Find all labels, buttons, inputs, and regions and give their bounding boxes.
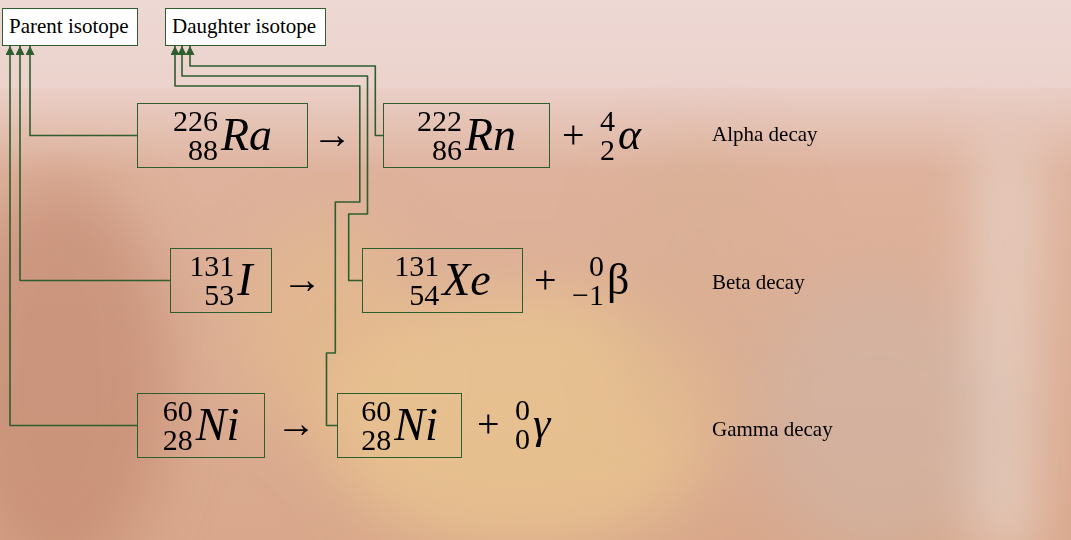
nuclide-numbers: 13154 — [394, 252, 439, 309]
decay-name: Alpha decay — [712, 122, 818, 147]
atomic-number: 86 — [432, 136, 462, 165]
isotope-box: 6028Ni — [137, 393, 265, 458]
caption-text: Parent isotope — [9, 14, 129, 38]
mass-number: 0 — [515, 396, 530, 425]
reaction-symbol: → — [282, 260, 322, 300]
particle-numbers: 0−1 — [572, 252, 604, 309]
pointer-arrow — [190, 46, 383, 136]
isotope-box: 6028Ni — [337, 393, 462, 458]
operator: + — [477, 404, 500, 444]
isotope-box: 13154Xe — [362, 248, 523, 313]
charge-number: 0 — [515, 424, 530, 453]
reaction-symbol: + — [562, 115, 585, 155]
mass-number: 60 — [163, 397, 193, 426]
particle-numbers: 42 — [600, 107, 615, 164]
decay-label: Beta decay — [712, 270, 805, 295]
element-symbol: I — [237, 255, 252, 306]
operator: + — [562, 115, 585, 155]
isotope-box: 22286Rn — [383, 103, 550, 168]
caption-text: Daughter isotope — [172, 14, 316, 38]
charge-number: 2 — [600, 135, 615, 164]
nuclide-numbers: 6028 — [361, 397, 391, 454]
particle-symbol: β — [607, 256, 629, 304]
element-symbol: Rn — [465, 110, 516, 161]
mass-number: 222 — [417, 107, 462, 136]
emitted-particle: 00γ — [515, 396, 550, 453]
reaction-symbol: + — [534, 260, 557, 300]
element-symbol: Xe — [442, 255, 491, 306]
mass-number: 60 — [361, 397, 391, 426]
charge-number: −1 — [572, 280, 604, 309]
element-symbol: Ni — [196, 400, 239, 451]
nuclide-numbers: 22688 — [173, 107, 218, 164]
reaction-symbol: + — [477, 404, 500, 444]
pointer-arrow — [30, 46, 137, 136]
mass-number: 131 — [394, 252, 439, 281]
emitted-particle: 42α — [600, 107, 641, 164]
caption-box: Parent isotope — [2, 8, 138, 46]
nuclide-numbers: 22286 — [417, 107, 462, 164]
emitted-particle: 0−1β — [572, 252, 629, 309]
atomic-number: 53 — [204, 281, 234, 310]
mass-number: 4 — [600, 107, 615, 136]
decay-name: Beta decay — [712, 270, 805, 295]
mass-number: 131 — [189, 252, 234, 281]
pointer-arrow — [10, 46, 137, 426]
decay-name: Gamma decay — [712, 417, 833, 442]
isotope-box: 22688Ra — [137, 103, 308, 168]
operator: + — [534, 260, 557, 300]
atomic-number: 54 — [409, 281, 439, 310]
reaction-symbol: → — [312, 115, 352, 155]
operator: → — [312, 115, 352, 155]
isotope-box: 13153I — [170, 248, 272, 313]
particle-numbers: 00 — [515, 396, 530, 453]
particle-symbol: γ — [533, 400, 550, 448]
operator: → — [276, 404, 316, 444]
nuclide-numbers: 6028 — [163, 397, 193, 454]
mass-number: 226 — [173, 107, 218, 136]
nuclide-numbers: 13153 — [189, 252, 234, 309]
caption-box: Daughter isotope — [165, 8, 326, 46]
pointer-arrow — [182, 46, 368, 281]
decay-label: Gamma decay — [712, 417, 833, 442]
atomic-number: 28 — [163, 426, 193, 455]
atomic-number: 28 — [361, 426, 391, 455]
particle-symbol: α — [618, 111, 641, 159]
atomic-number: 88 — [188, 136, 218, 165]
operator: → — [282, 260, 322, 300]
reaction-symbol: → — [276, 404, 316, 444]
decay-label: Alpha decay — [712, 122, 818, 147]
element-symbol: Ra — [221, 110, 272, 161]
element-symbol: Ni — [394, 400, 437, 451]
mass-number: 0 — [589, 252, 604, 281]
pointer-arrow — [20, 46, 170, 281]
